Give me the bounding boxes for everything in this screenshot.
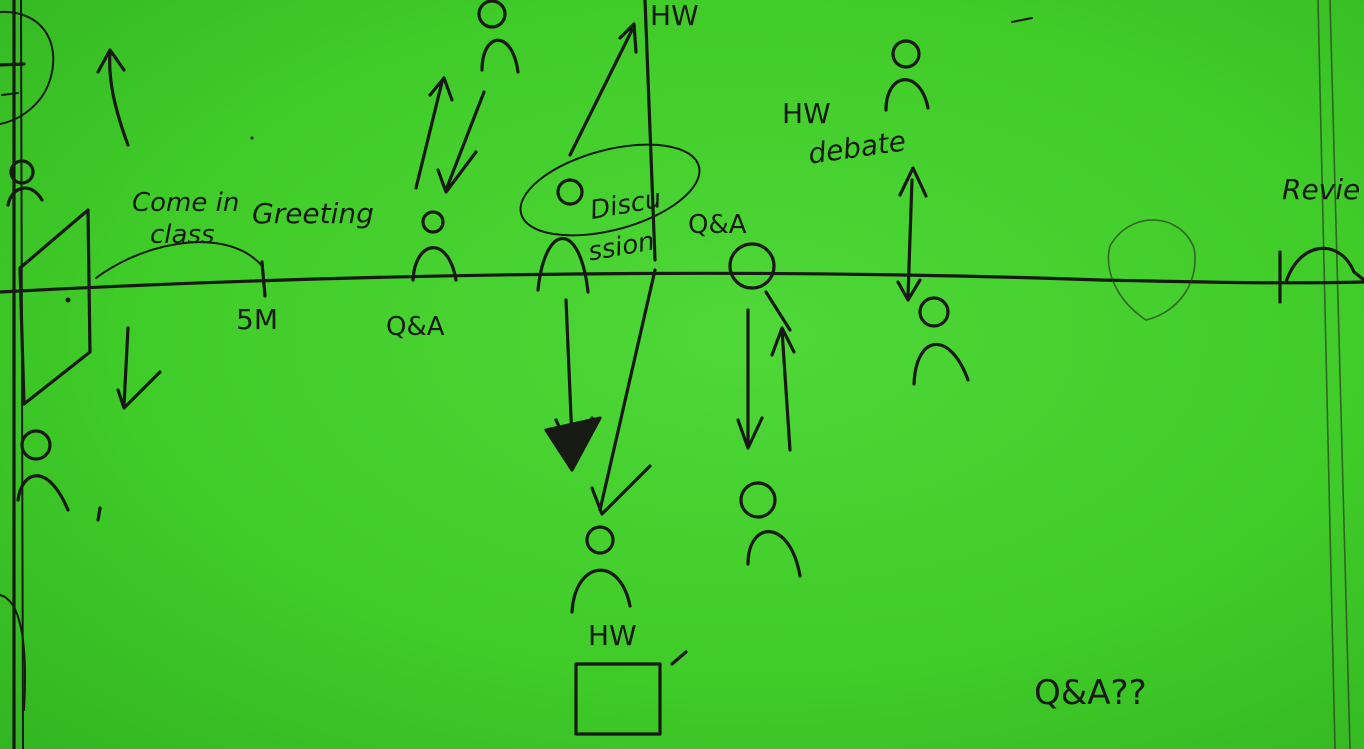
tick-mark	[0, 62, 26, 67]
person-icon	[411, 210, 458, 282]
label-qa-lower: Q&A	[386, 312, 445, 342]
arrow-down-icon	[436, 90, 486, 194]
person-icon	[6, 159, 44, 207]
label-hw-top: HW	[650, 0, 699, 32]
faint-circle	[1107, 219, 1196, 321]
dot	[250, 136, 254, 140]
arrow-up-icon	[414, 76, 454, 190]
door-icon	[18, 208, 92, 406]
person-icon	[912, 296, 970, 386]
highlight-ellipse	[519, 143, 701, 237]
vertical-line	[643, 0, 657, 262]
label-5m: 5M	[236, 303, 278, 336]
label-hw-bottom: HW	[588, 619, 637, 652]
label-come-in: Come in	[132, 188, 240, 218]
arrow-down-icon	[736, 308, 764, 450]
arc-connector	[95, 241, 263, 279]
partial-curve	[0, 594, 26, 711]
partial-circle	[0, 10, 55, 125]
person-icon	[884, 39, 930, 112]
person-icon	[16, 429, 70, 512]
arrow-down-icon	[590, 268, 657, 516]
label-qa-questions: Q&A??	[1034, 673, 1147, 713]
small-mark	[1011, 17, 1033, 23]
arrow-up-icon	[770, 326, 796, 452]
right-margin-line	[1317, 0, 1336, 749]
arrow-down-icon	[116, 326, 162, 410]
small-mark	[670, 650, 688, 666]
person-icon	[570, 525, 632, 614]
arrow-up-icon	[96, 48, 130, 147]
filled-arrowhead	[544, 416, 602, 472]
double-arrow-icon	[896, 166, 928, 302]
end-marker	[1278, 246, 1364, 304]
label-hw-debate-1: HW	[782, 97, 831, 130]
label-greeting: Greeting	[252, 197, 374, 230]
label-class: class	[150, 220, 215, 250]
right-margin-line	[1329, 0, 1351, 749]
arrow-up-icon	[568, 22, 638, 157]
person-icon	[536, 178, 590, 294]
door-knob	[65, 297, 71, 303]
homework-box-icon	[574, 662, 662, 736]
tick-mark	[1, 92, 19, 96]
tick-mark	[260, 260, 267, 298]
timeline	[0, 271, 1364, 294]
label-qa-mid: Q&A	[688, 210, 747, 240]
person-icon	[739, 481, 802, 578]
person-icon	[728, 242, 792, 332]
person-icon	[477, 0, 520, 74]
small-mark	[96, 506, 102, 522]
label-review: Revie	[1282, 173, 1361, 206]
